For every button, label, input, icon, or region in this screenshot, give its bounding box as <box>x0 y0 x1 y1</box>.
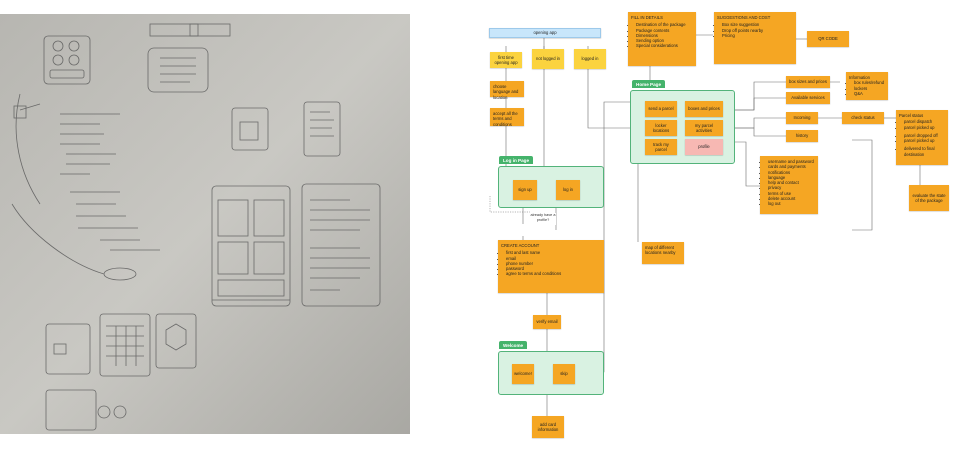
profile-options-item: delete account <box>768 196 815 201</box>
profile-options-item: notifications <box>768 170 815 175</box>
send-parcel-note: send a parcel <box>645 101 677 117</box>
fill-details-item: Special considerations <box>636 43 693 48</box>
profile-options-item: username and password <box>768 159 815 164</box>
suggestions-item: Drop off points nearby <box>722 28 793 33</box>
history-note: history <box>786 130 818 142</box>
locker-locations-note: locker locations <box>645 120 677 136</box>
verify-email-note: verify email <box>533 315 561 329</box>
profile-options-item: log out <box>768 201 815 206</box>
profile-options-item: help and contact <box>768 180 815 185</box>
create-account-item: agree to terms and conditions <box>506 271 601 276</box>
parcel-status-item: delivered to final destination <box>904 146 945 157</box>
information-title: Information <box>849 75 870 80</box>
create-account-title: CREATE ACCOUNT <box>501 243 540 248</box>
boxes-prices-note: boxes and prices <box>685 101 723 117</box>
information-item: box rules/refund <box>854 80 885 85</box>
add-card-note: add card information <box>532 416 564 438</box>
flowchart-board: Home Page Log in Page Welcome opening ap… <box>420 0 972 450</box>
suggestions-title: SUGGESTIONS AND COST <box>717 15 771 20</box>
evaluate-note: evaluate the state of the package <box>909 185 949 211</box>
profile-options-item: cards and payments <box>768 164 815 169</box>
create-account-item: password <box>506 266 601 271</box>
available-services-note: Available services <box>786 92 830 104</box>
information-list: box rules/refund lockers Q&A <box>849 80 885 96</box>
profile-note: profile <box>685 139 723 155</box>
create-account-item: first and last name <box>506 250 601 255</box>
sketch-photo <box>0 14 410 434</box>
information-note: Information box rules/refund lockers Q&A <box>846 72 888 100</box>
sign-up-note: sign up <box>513 180 537 200</box>
information-item: Q&A <box>854 91 885 96</box>
fill-details-list: Destination of the package Package conte… <box>631 22 693 48</box>
fill-details-item: Dimensions <box>636 33 693 38</box>
fill-details-item: Destination of the package <box>636 22 693 27</box>
create-account-note: CREATE ACCOUNT first and last name email… <box>498 240 604 293</box>
profile-options-item: terms of use <box>768 191 815 196</box>
welcome-note: welcome! <box>512 364 534 384</box>
suggestions-item: Pricing <box>722 33 793 38</box>
parcel-status-item: parcel dropped off <box>904 133 945 138</box>
profile-options-note: username and password cards and payments… <box>760 156 818 214</box>
incoming-note: Incoming <box>786 112 818 124</box>
profile-options-item: language <box>768 175 815 180</box>
parcel-status-title: Parcel status <box>899 113 924 118</box>
log-in-note: log in <box>556 180 580 200</box>
welcome-frame-title: Welcome <box>499 341 528 349</box>
login-page-frame-title: Log in Page <box>499 156 534 164</box>
profile-options-list: username and password cards and payments… <box>763 159 815 206</box>
already-have-profile-note: already have a profile? <box>530 213 556 225</box>
home-page-frame-title: Home Page <box>632 80 666 88</box>
opening-app-note: opening app <box>489 28 601 38</box>
track-parcel-note: track my parcel <box>645 139 677 155</box>
accept-terms-note: accept all the terms and conditions <box>490 108 524 127</box>
map-note: map of different locations nearby <box>642 242 684 264</box>
fill-details-item: Sending option <box>636 38 693 43</box>
fill-details-note: FILL IN DETAILS Destination of the packa… <box>628 12 696 66</box>
fill-details-title: FILL IN DETAILS <box>631 15 663 20</box>
skip-note: skip <box>553 364 575 384</box>
profile-options-item: privacy <box>768 185 815 190</box>
logged-in-note: logged in <box>574 49 606 69</box>
create-account-list: first and last name email phone number p… <box>501 250 601 276</box>
parcel-status-item: parcel dispatch <box>904 119 945 124</box>
choose-language-note: choose language and location <box>490 81 524 100</box>
parcel-status-item: parcel picked up <box>904 138 945 143</box>
check-status-note: check status <box>842 112 884 124</box>
parcel-status-item: parcel picked up <box>904 125 945 130</box>
parcel-status-list: parcel dispatch parcel picked up parcel … <box>899 119 945 157</box>
first-time-note: first time opening app <box>490 52 522 68</box>
suggestions-item: Box size suggestion <box>722 22 793 27</box>
qr-code-note: QR CODE <box>807 31 849 47</box>
information-item: lockers <box>854 86 885 91</box>
fill-details-item: Package contents <box>636 28 693 33</box>
create-account-item: email <box>506 256 601 261</box>
parcel-activities-note: my parcel activities <box>685 120 723 136</box>
suggestions-note: SUGGESTIONS AND COST Box size suggestion… <box>714 12 796 64</box>
box-sizes-note: box sizes and prices <box>786 76 830 88</box>
not-logged-in-note: not logged in <box>532 49 564 69</box>
create-account-item: phone number <box>506 261 601 266</box>
suggestions-list: Box size suggestion Drop off points near… <box>717 22 793 38</box>
parcel-status-note: Parcel status parcel dispatch parcel pic… <box>896 110 948 165</box>
